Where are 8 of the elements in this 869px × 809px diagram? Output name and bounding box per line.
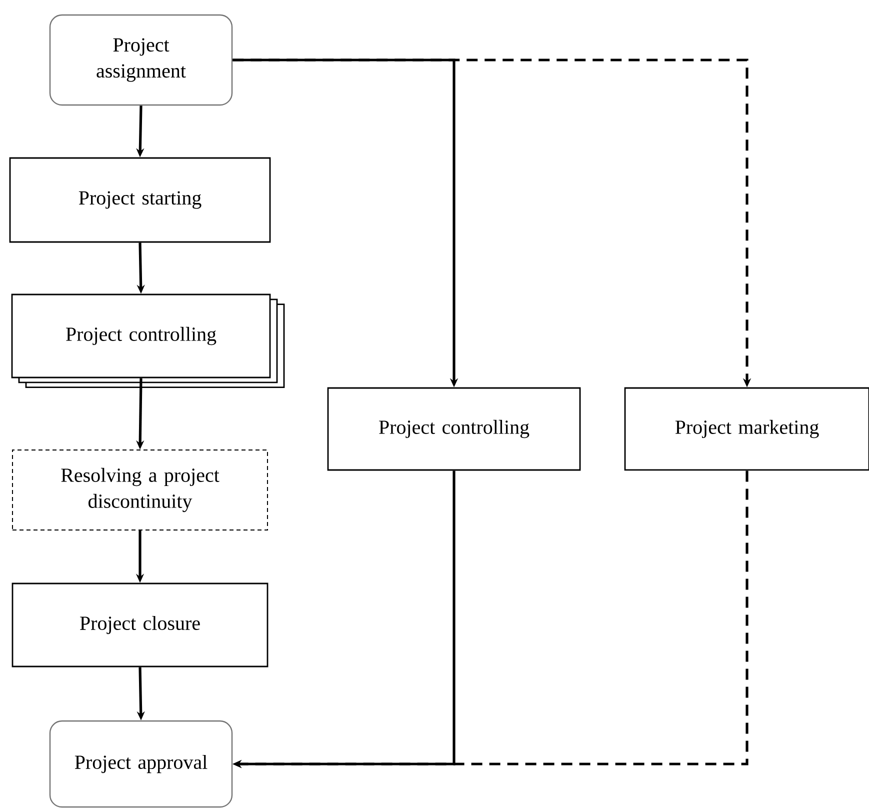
process-box: Project controlling xyxy=(327,387,581,471)
dashed-box: Resolving a project discontinuity xyxy=(12,450,268,530)
stacked-document-box: Project controlling xyxy=(11,294,285,388)
process-box: Project starting xyxy=(9,157,271,243)
process-box: Project marketing xyxy=(624,387,869,471)
rounded-box: Project assignment xyxy=(49,14,233,106)
rounded-box: Project approval xyxy=(49,720,233,808)
process-box: Project closure xyxy=(12,582,268,668)
